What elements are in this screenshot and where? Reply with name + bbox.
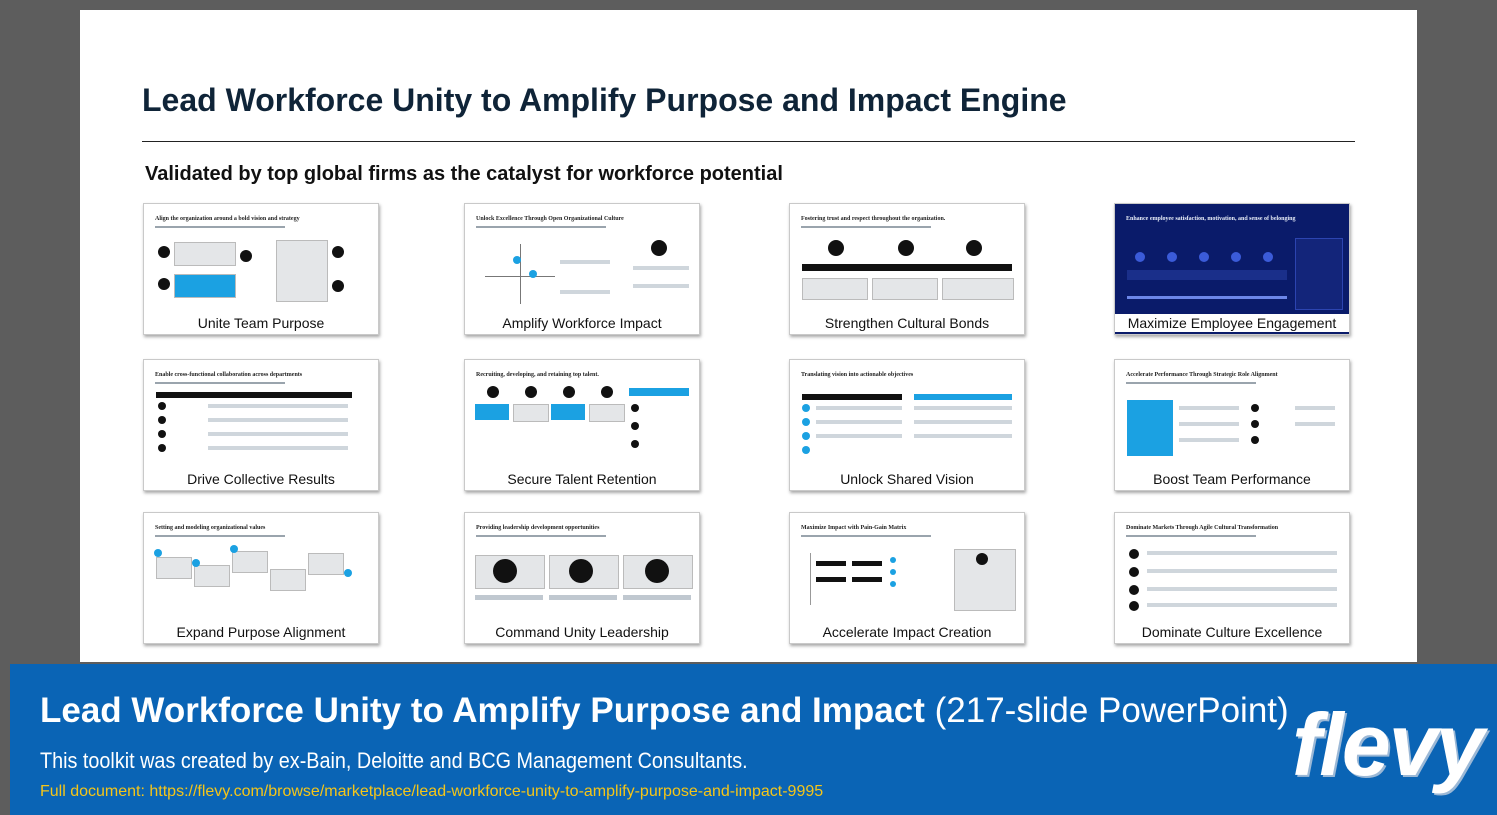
thumbnail-preview: Align the organization around a bold vis…: [144, 204, 378, 334]
thumbnail-label: Accelerate Impact Creation: [790, 623, 1024, 641]
promo-banner: Lead Workforce Unity to Amplify Purpose …: [10, 664, 1497, 815]
thumbnail-command-unity-leadership[interactable]: Providing leadership development opportu…: [464, 512, 700, 644]
banner-title-slide-count: (217-slide PowerPoint): [934, 691, 1289, 730]
thumbnail-mini-title: Accelerate Performance Through Strategic…: [1126, 372, 1278, 378]
thumbnail-mini-title: Translating vision into actionable objec…: [801, 372, 914, 378]
full-document-link[interactable]: Full document: https://flevy.com/browse/…: [40, 783, 824, 800]
thumbnail-mini-title: Maximize Impact with Pain-Gain Matrix: [801, 525, 907, 531]
slide-title: Lead Workforce Unity to Amplify Purpose …: [142, 82, 1067, 118]
thumbnail-mini-title: Enhance employee satisfaction, motivatio…: [1126, 216, 1296, 222]
thumbnail-label: Unlock Shared Vision: [790, 470, 1024, 488]
title-divider: [142, 141, 1355, 142]
thumbnail-strengthen-cultural-bonds[interactable]: Fostering trust and respect throughout t…: [789, 203, 1025, 335]
thumbnail-label: Boost Team Performance: [1115, 470, 1349, 488]
thumbnail-mini-title: Enable cross-functional collaboration ac…: [155, 372, 303, 378]
banner-title-main: Lead Workforce Unity to Amplify Purpose …: [40, 691, 925, 730]
thumbnail-mini-title: Recruiting, developing, and retaining to…: [476, 372, 599, 378]
thumbnail-label: Strengthen Cultural Bonds: [790, 314, 1024, 332]
thumbnail-preview: Fostering trust and respect throughout t…: [790, 204, 1024, 334]
thumbnail-mini-title: Setting and modeling organizational valu…: [155, 525, 266, 531]
thumbnail-mini-title: Unlock Excellence Through Open Organizat…: [476, 216, 624, 222]
thumbnail-preview: Enable cross-functional collaboration ac…: [144, 360, 378, 490]
thumbnail-mini-title: Align the organization around a bold vis…: [155, 216, 300, 222]
thumbnail-mini-title: Dominate Markets Through Agile Cultural …: [1126, 525, 1279, 531]
thumbnail-secure-talent-retention[interactable]: Recruiting, developing, and retaining to…: [464, 359, 700, 491]
thumbnail-mini-title: Providing leadership development opportu…: [476, 525, 600, 531]
flevy-logo: flevy: [1292, 695, 1485, 794]
banner-title: Lead Workforce Unity to Amplify Purpose …: [40, 691, 1289, 731]
thumbnail-label: Maximize Employee Engagement: [1115, 314, 1349, 332]
thumbnail-unite-team-purpose[interactable]: Align the organization around a bold vis…: [143, 203, 379, 335]
thumbnail-label: Expand Purpose Alignment: [144, 623, 378, 641]
slide: Lead Workforce Unity to Amplify Purpose …: [80, 10, 1417, 662]
thumbnail-preview: Providing leadership development opportu…: [465, 513, 699, 643]
thumbnail-label: Unite Team Purpose: [144, 314, 378, 332]
thumbnail-preview: Recruiting, developing, and retaining to…: [465, 360, 699, 490]
thumbnail-boost-team-performance[interactable]: Accelerate Performance Through Strategic…: [1114, 359, 1350, 491]
thumbnail-label: Amplify Workforce Impact: [465, 314, 699, 332]
thumbnail-preview: Setting and modeling organizational valu…: [144, 513, 378, 643]
thumbnail-preview: Enhance employee satisfaction, motivatio…: [1115, 204, 1349, 334]
banner-created-by: This toolkit was created by ex-Bain, Del…: [40, 748, 748, 773]
thumbnail-label: Dominate Culture Excellence: [1115, 623, 1349, 641]
thumbnail-label: Drive Collective Results: [144, 470, 378, 488]
thumbnail-amplify-workforce-impact[interactable]: Unlock Excellence Through Open Organizat…: [464, 203, 700, 335]
thumbnail-preview: Dominate Markets Through Agile Cultural …: [1115, 513, 1349, 643]
slide-subtitle: Validated by top global firms as the cat…: [145, 163, 783, 185]
thumbnail-unlock-shared-vision[interactable]: Translating vision into actionable objec…: [789, 359, 1025, 491]
thumbnail-expand-purpose-alignment[interactable]: Setting and modeling organizational valu…: [143, 512, 379, 644]
thumbnail-preview: Maximize Impact with Pain-Gain Matrix: [790, 513, 1024, 643]
thumbnail-label: Secure Talent Retention: [465, 470, 699, 488]
thumbnail-mini-title: Fostering trust and respect throughout t…: [801, 216, 946, 222]
thumbnail-drive-collective-results[interactable]: Enable cross-functional collaboration ac…: [143, 359, 379, 491]
thumbnail-preview: Accelerate Performance Through Strategic…: [1115, 360, 1349, 490]
thumbnail-accelerate-impact-creation[interactable]: Maximize Impact with Pain-Gain Matrix Ac…: [789, 512, 1025, 644]
thumbnail-dominate-culture-excellence[interactable]: Dominate Markets Through Agile Cultural …: [1114, 512, 1350, 644]
thumbnail-preview: Unlock Excellence Through Open Organizat…: [465, 204, 699, 334]
thumbnail-maximize-employee-engagement[interactable]: Enhance employee satisfaction, motivatio…: [1114, 203, 1350, 335]
thumbnail-preview: Translating vision into actionable objec…: [790, 360, 1024, 490]
thumbnail-label: Command Unity Leadership: [465, 623, 699, 641]
